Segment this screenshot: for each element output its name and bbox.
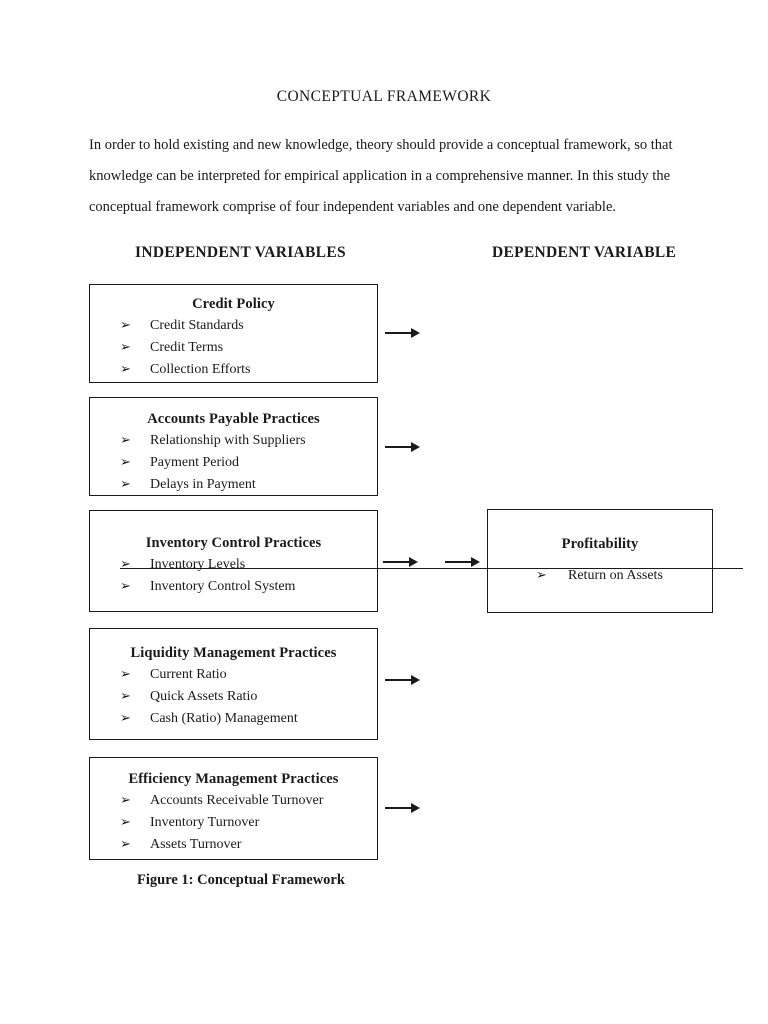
list-item-label: Quick Assets Ratio	[150, 689, 258, 704]
arrowhead-bullet-icon: ➢	[120, 689, 131, 704]
arrowhead-bullet-icon: ➢	[120, 711, 131, 726]
list-item-label: Return on Assets	[568, 568, 663, 583]
list-item: ➢ Cash (Ratio) Management	[120, 708, 377, 730]
list-item: ➢ Collection Efforts	[120, 359, 377, 381]
list-item-label: Payment Period	[150, 455, 240, 470]
arrow-shaft	[385, 679, 412, 681]
box-item-list: ➢ Relationship with Suppliers ➢ Payment Pe…	[90, 430, 377, 496]
variable-box-profitability: Profitability ➢ Return on Assets	[487, 509, 713, 613]
box-title: Credit Policy	[192, 296, 275, 312]
connector-arrow-icon	[385, 675, 420, 685]
intro-paragraph: In order to hold existing and new knowle…	[89, 130, 677, 223]
arrowhead-bullet-icon: ➢	[120, 667, 131, 682]
arrowhead-bullet-icon: ➢	[120, 340, 131, 355]
arrowhead-bullet-icon: ➢	[120, 815, 131, 830]
arrow-head	[409, 557, 418, 567]
list-item-label: Accounts Receivable Turnover	[150, 793, 324, 808]
list-item: ➢ Current Ratio	[120, 664, 377, 686]
list-item-label: Credit Standards	[150, 318, 244, 333]
list-item: ➢ Delays in Payment	[120, 474, 377, 496]
arrow-shaft	[385, 446, 412, 448]
box-item-list: ➢ Inventory Levels ➢ Inventory Control Sys…	[90, 554, 377, 598]
arrow-head	[411, 442, 420, 452]
arrowhead-bullet-icon: ➢	[120, 455, 131, 470]
list-item-label: Relationship with Suppliers	[150, 433, 306, 448]
list-item-label: Delays in Payment	[150, 477, 256, 492]
arrowhead-bullet-icon: ➢	[120, 433, 131, 448]
arrowhead-bullet-icon: ➢	[120, 477, 131, 492]
arrow-shaft	[385, 332, 412, 334]
arrowhead-bullet-icon: ➢	[120, 318, 131, 333]
list-item: ➢ Inventory Levels	[120, 554, 377, 576]
intro-line-1: In order to hold existing and new knowle…	[89, 137, 673, 153]
arrowhead-bullet-icon: ➢	[536, 568, 547, 583]
list-item: ➢ Inventory Control System	[120, 576, 377, 598]
page-title: CONCEPTUAL FRAMEWORK	[276, 88, 492, 105]
list-item-label: Inventory Control System	[150, 579, 296, 594]
box-title: Profitability	[561, 536, 639, 552]
list-item: ➢ Payment Period	[120, 452, 377, 474]
connector-arrow-icon	[385, 442, 420, 452]
list-item-label: Inventory Turnover	[150, 815, 260, 830]
list-item: ➢ Assets Turnover	[120, 834, 377, 856]
list-item: ➢ Inventory Turnover	[120, 812, 377, 834]
arrow-shaft	[383, 561, 410, 563]
arrowhead-bullet-icon: ➢	[120, 362, 131, 377]
connector-arrow-icon	[385, 803, 420, 813]
list-item-label: Collection Efforts	[150, 362, 251, 377]
intro-line-3: conceptual framework comprise of four in…	[89, 199, 617, 215]
list-item-label: Credit Terms	[150, 340, 224, 355]
independent-variables-header: INDEPENDENT VARIABLES	[135, 244, 346, 261]
list-item: ➢ Return on Assets	[536, 565, 712, 587]
arrow-head	[411, 675, 420, 685]
box-title: Efficiency Management Practices	[128, 771, 339, 787]
box-item-list: ➢ Current Ratio ➢ Quick Assets Ratio ➢ Cash…	[90, 664, 377, 730]
box-title: Accounts Payable Practices	[147, 411, 320, 427]
box-title: Liquidity Management Practices	[130, 645, 337, 661]
connector-arrow-icon	[385, 328, 420, 338]
arrowhead-bullet-icon: ➢	[120, 837, 131, 852]
arrow-head	[411, 803, 420, 813]
list-item: ➢ Credit Terms	[120, 337, 377, 359]
box-item-list: ➢ Accounts Receivable Turnover ➢ Inventory…	[90, 790, 377, 856]
arrow-head	[471, 557, 480, 567]
list-item: ➢ Quick Assets Ratio	[120, 686, 377, 708]
box-title: Inventory Control Practices	[145, 535, 322, 551]
intro-line-2: knowledge can be interpreted for empiric…	[89, 168, 671, 184]
list-item-label: Inventory Levels	[150, 557, 246, 572]
list-item: ➢ Accounts Receivable Turnover	[120, 790, 377, 812]
connector-arrow-icon	[383, 557, 418, 567]
dependent-variable-header: DEPENDENT VARIABLE	[492, 244, 677, 261]
list-item: ➢ Credit Standards	[120, 315, 377, 337]
list-item: ➢ Relationship with Suppliers	[120, 430, 377, 452]
arrowhead-bullet-icon: ➢	[120, 793, 131, 808]
arrow-shaft	[445, 561, 472, 563]
variable-box-liquidity-management-practices: Liquidity Management Practices ➢ Current …	[89, 628, 378, 740]
box-item-list: ➢ Credit Standards ➢ Credit Terms ➢ Collect…	[90, 315, 377, 381]
horizontal-connector-line	[120, 568, 743, 570]
arrowhead-bullet-icon: ➢	[120, 557, 131, 572]
variable-box-credit-policy: Credit Policy ➢ Credit Standards ➢ Credit …	[89, 284, 378, 383]
variable-box-efficiency-management-practices: Efficiency Management Practices ➢ Account…	[89, 757, 378, 860]
arrowhead-bullet-icon: ➢	[120, 579, 131, 594]
box-item-list: ➢ Return on Assets	[488, 565, 712, 587]
list-item-label: Cash (Ratio) Management	[150, 711, 298, 726]
connector-arrow-icon	[445, 557, 480, 567]
arrow-shaft	[385, 807, 412, 809]
variable-box-inventory-control-practices: Inventory Control Practices ➢ Inventory L…	[89, 510, 378, 612]
arrow-head	[411, 328, 420, 338]
variable-box-accounts-payable-practices: Accounts Payable Practices ➢ Relationship…	[89, 397, 378, 496]
list-item-label: Current Ratio	[150, 667, 227, 682]
list-item-label: Assets Turnover	[150, 837, 242, 852]
figure-caption: Figure 1: Conceptual Framework	[137, 872, 345, 888]
